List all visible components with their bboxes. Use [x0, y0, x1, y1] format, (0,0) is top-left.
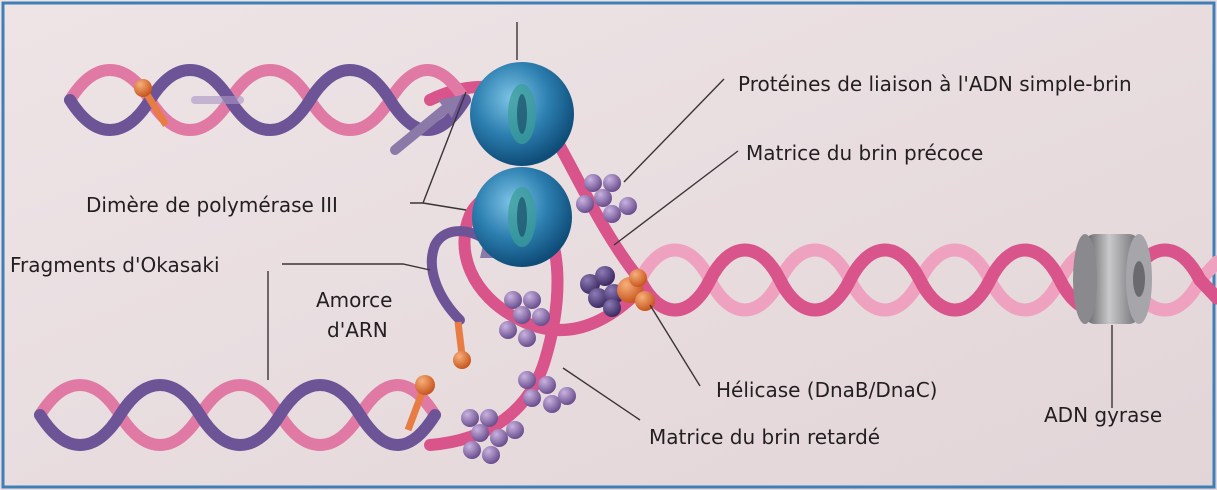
label-primer-line1: Amorce — [316, 288, 392, 312]
dna-gyrase — [1073, 234, 1152, 324]
label-lagging-template: Matrice du brin retardé — [649, 425, 880, 449]
label-ssb-proteins: Protéines de liaison à l'ADN simple-brin — [738, 72, 1132, 96]
label-leading-template: Matrice du brin précoce — [746, 141, 983, 165]
label-gyrase: ADN gyrase — [1044, 403, 1162, 427]
polymerase-iii-top — [470, 62, 574, 166]
label-pol3-dimer: Dimère de polymérase III — [86, 193, 338, 217]
polymerase-iii-bottom — [472, 167, 572, 267]
label-primer-line2: d'ARN — [327, 318, 388, 342]
label-helicase: Hélicase (DnaB/DnaC) — [716, 378, 937, 402]
label-okazaki: Fragments d'Okasaki — [10, 253, 220, 277]
